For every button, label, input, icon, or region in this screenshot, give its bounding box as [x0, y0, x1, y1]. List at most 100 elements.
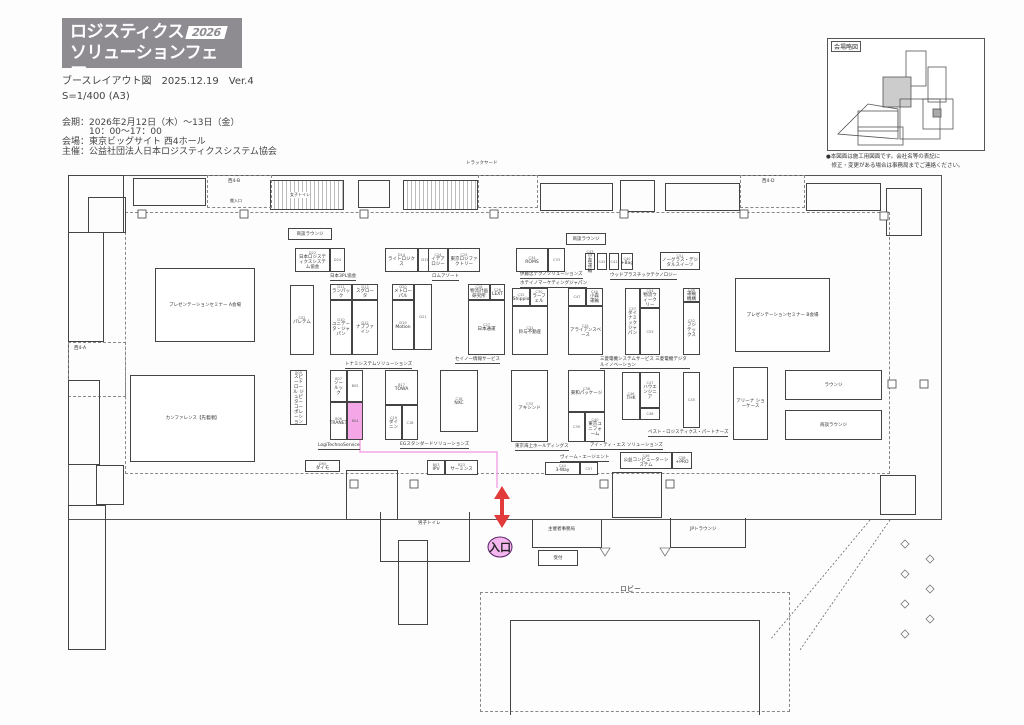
booth[interactable]: D21: [414, 284, 432, 350]
booth-name: 3-Way: [555, 468, 570, 473]
booth-name: プレゼンテーションセミナー A会場: [169, 302, 241, 308]
booth[interactable]: C57: [580, 462, 598, 475]
booth-number: B03: [432, 463, 440, 467]
booth-number: C39: [573, 425, 580, 429]
booth-number: C45: [688, 398, 695, 402]
booth-name: 東和パッケージ: [570, 390, 603, 396]
booth-number: C34: [528, 255, 536, 260]
booth[interactable]: C42: [597, 253, 607, 270]
booth-number: C47: [573, 295, 581, 299]
booth-name: イデアロジー: [431, 257, 445, 267]
gate-west4b: [207, 175, 272, 208]
booth[interactable]: B05: [347, 370, 363, 402]
booth[interactable]: C33: [548, 248, 565, 272]
booth[interactable]: C39: [568, 412, 585, 442]
booth[interactable]: プレゼンテーションセミナー B会場: [735, 278, 830, 352]
booth-name: TOWA: [394, 387, 409, 392]
booth[interactable]: プレゼンテーションセミナー A会場: [155, 268, 255, 342]
booth[interactable]: C41: [609, 253, 619, 270]
booth[interactable]: C45: [683, 372, 700, 428]
gate-west4d: [740, 175, 805, 208]
booth-number: C26: [494, 287, 501, 292]
booth-number: C31: [526, 326, 534, 330]
booth-number: C46: [627, 391, 635, 396]
booth[interactable]: C48: [640, 408, 660, 420]
booth[interactable]: D24: [330, 248, 345, 272]
booth-number: B05: [351, 384, 359, 388]
exhibitor-tag: ウッドプラスチックテクノロジー: [610, 273, 678, 280]
booth-number: C32: [517, 292, 525, 297]
booth[interactable]: C40+Bag: [621, 253, 633, 270]
restroom-lower-label: 男子トイレ: [418, 521, 441, 526]
booth-name: ダイモ: [315, 465, 330, 471]
booth-number: C38: [583, 386, 590, 391]
booth[interactable]: アリーナ ショーケース: [733, 367, 768, 440]
booth-number: D13: [361, 285, 369, 289]
exhibitor-tag: EGスタンダードソリューションズ: [400, 442, 470, 449]
booth[interactable]: C58+PRO: [672, 452, 692, 469]
reception-room: [532, 520, 602, 548]
booth[interactable]: C47: [568, 288, 586, 306]
wall-block: [133, 178, 206, 206]
booth-name: IPV: [432, 467, 440, 472]
booth[interactable]: 商談ラウンジ: [785, 410, 882, 440]
booth-number: C25: [460, 253, 468, 257]
booth-name: TRANET: [329, 420, 348, 426]
booth-number: D14: [397, 253, 406, 257]
booth[interactable]: C18: [402, 405, 418, 440]
booth[interactable]: B04: [347, 402, 363, 440]
booth-number: C48: [646, 412, 654, 416]
entrance-label: 入口: [489, 541, 511, 554]
booth[interactable]: カンファレンス【先着順】: [130, 375, 255, 462]
route-line: [359, 440, 498, 488]
wall-block-west: [68, 232, 104, 342]
booth-number: C41: [582, 323, 589, 328]
booth[interactable]: ラウンジ: [785, 370, 882, 400]
booth[interactable]: C53: [640, 308, 660, 355]
booth-number: C41: [610, 259, 618, 264]
